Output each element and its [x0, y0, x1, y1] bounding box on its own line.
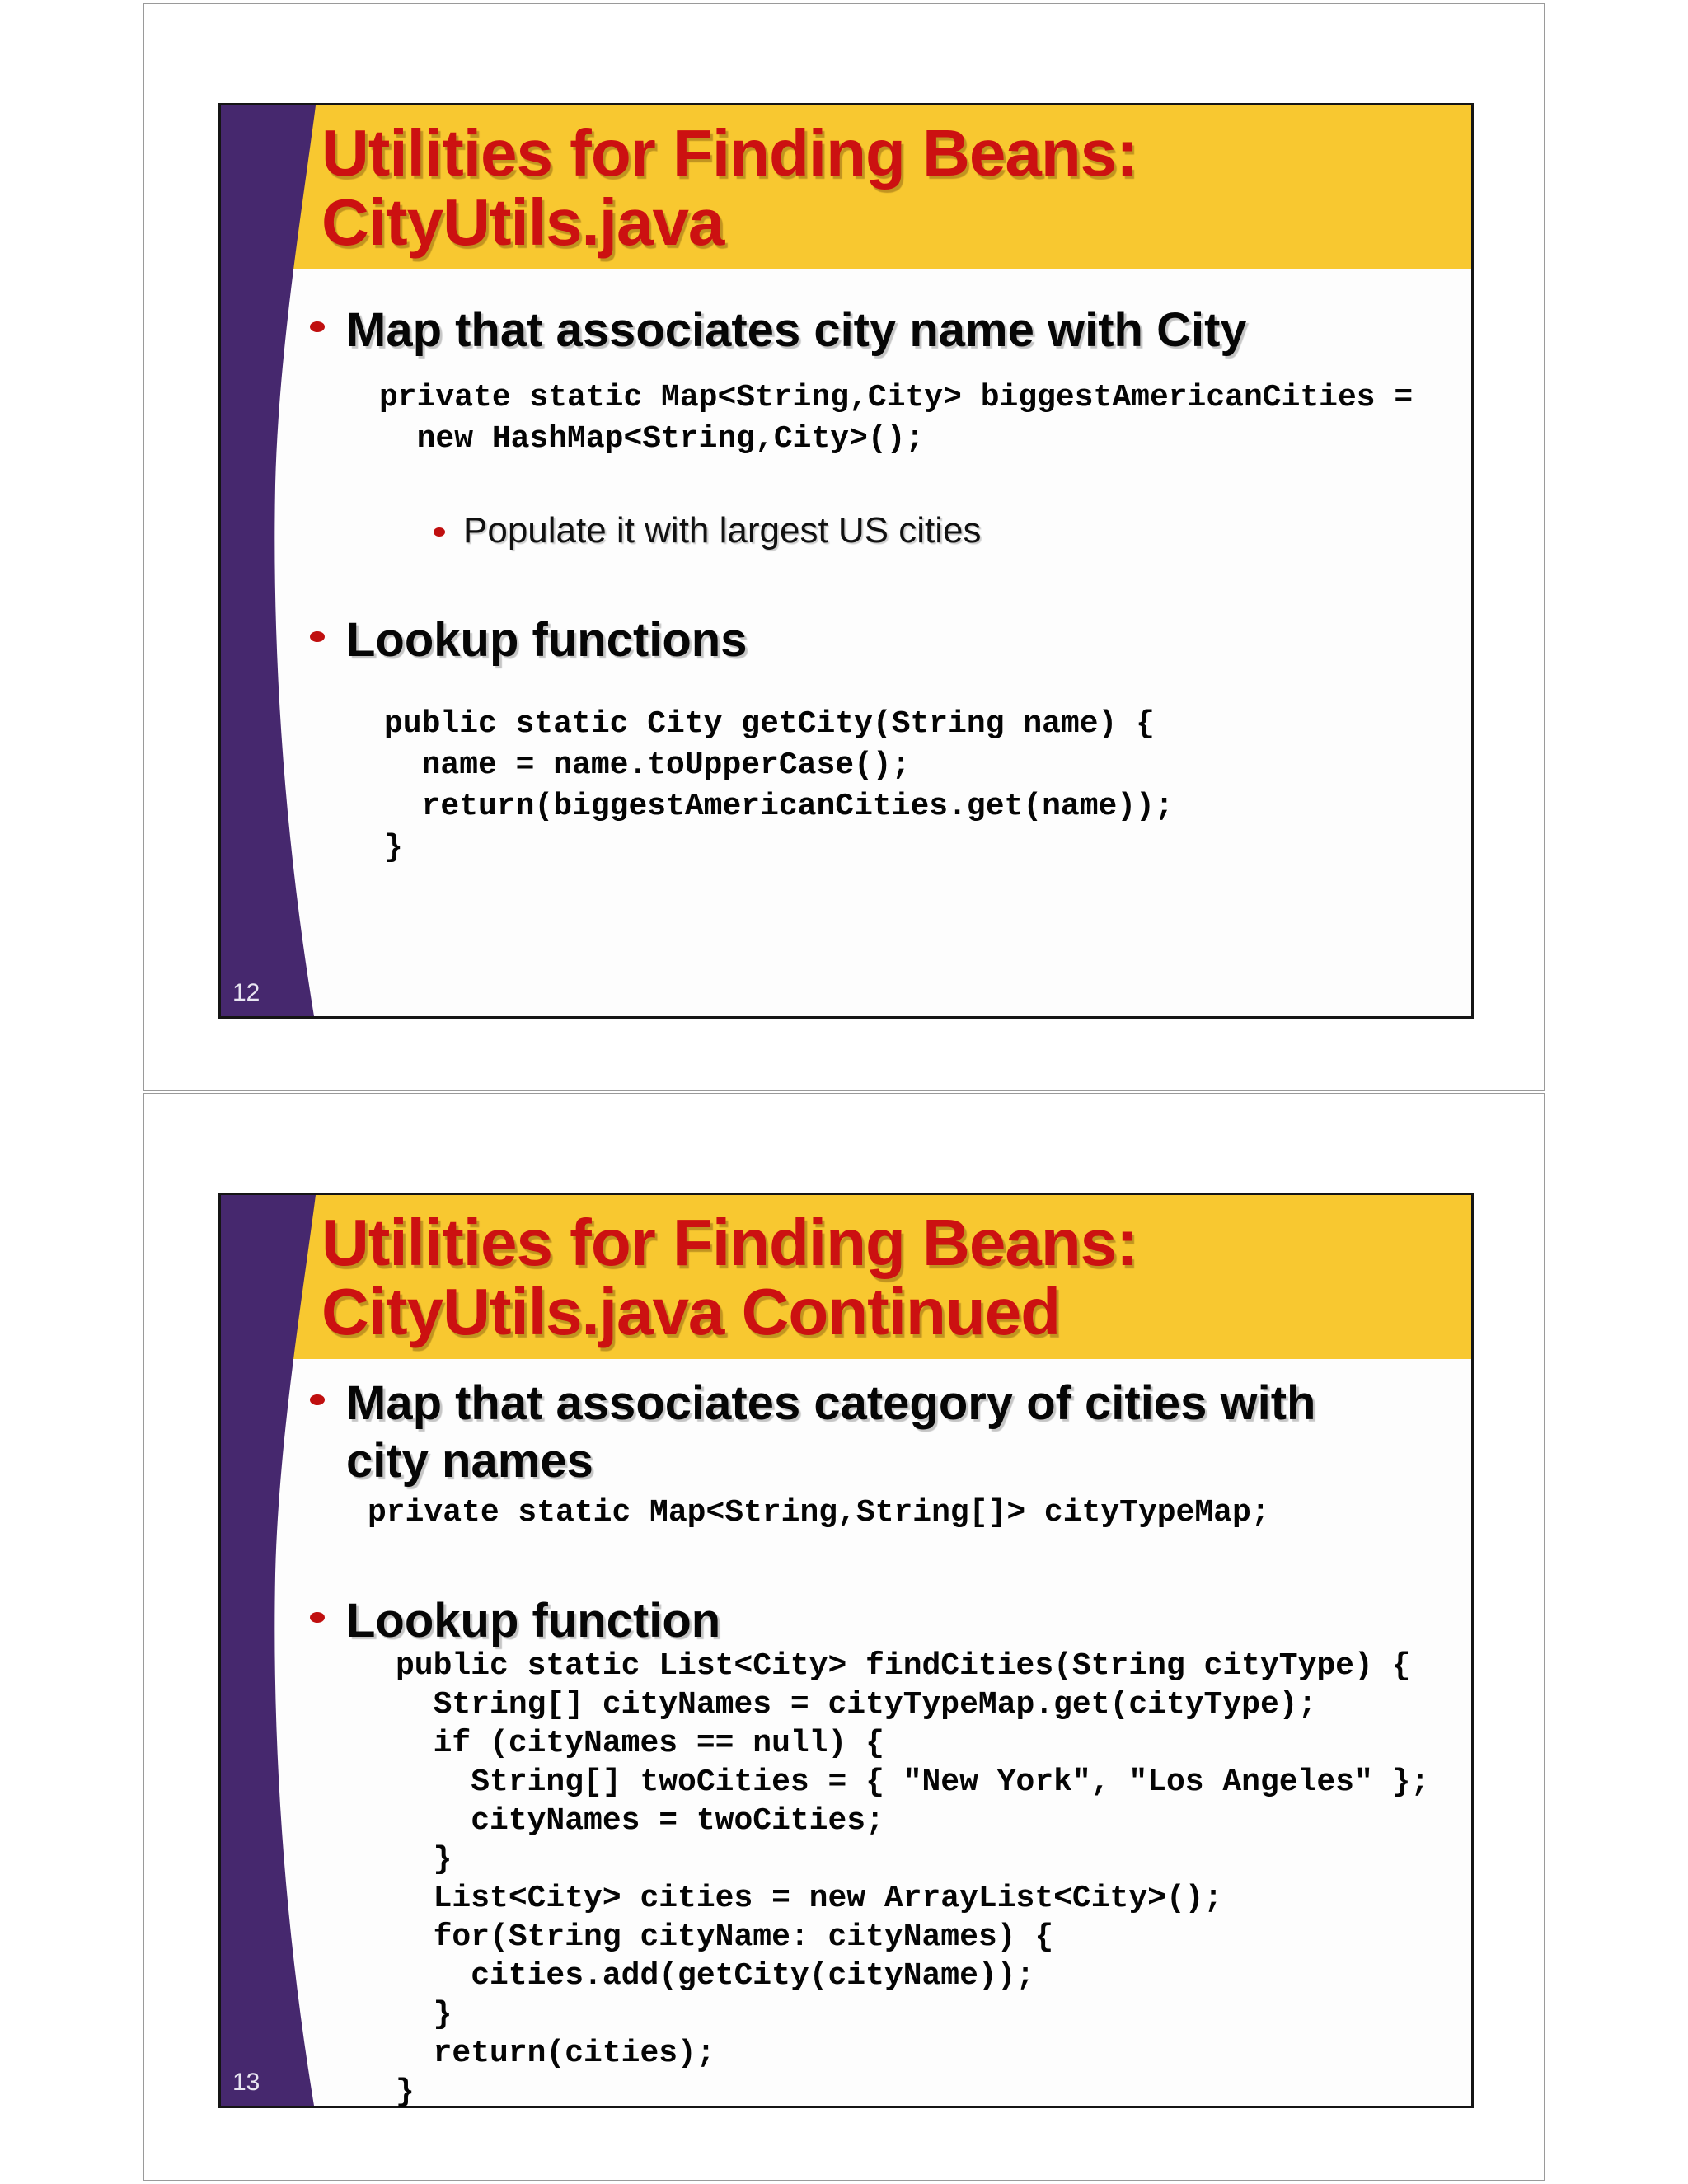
- title-banner: [221, 105, 1471, 269]
- slide-title: Utilities for Finding Beans: CityUtils.j…: [321, 1206, 1138, 1348]
- title-banner: [221, 1195, 1471, 1359]
- bullet-dot: [310, 1394, 325, 1405]
- bullet-item: Lookup function: [346, 1594, 721, 1647]
- slide-13: Utilities for Finding Beans: CityUtils.j…: [218, 1193, 1474, 2110]
- code-block: public static City getCity(String name) …: [384, 706, 1174, 865]
- bullet-item: Map that associates category of cities w…: [346, 1376, 1316, 1488]
- bullet-item: Lookup functions: [346, 613, 748, 667]
- bullet-dot: [310, 1612, 325, 1623]
- page-1: Utilities for Finding Beans: CityUtils.j…: [143, 3, 1545, 1091]
- page-number-label: 12: [232, 979, 260, 1006]
- sidebar-accent-shape: [221, 1195, 316, 2106]
- bullet-dot: [310, 321, 325, 332]
- bullet-item: Map that associates city name with City: [346, 303, 1247, 357]
- sub-bullet-item: Populate it with largest US cities: [463, 510, 982, 551]
- code-block: private static Map<String,String[]> city…: [368, 1495, 1270, 1530]
- bullet-dot: [310, 631, 325, 642]
- sidebar-accent-shape: [221, 105, 316, 1016]
- sub-bullet-dot: [434, 527, 445, 537]
- code-block: private static Map<String,City> biggestA…: [379, 380, 1414, 457]
- code-block: public static List<City> findCities(Stri…: [396, 1648, 1430, 2110]
- slide-12: Utilities for Finding Beans: CityUtils.j…: [218, 103, 1474, 1019]
- slide-title: Utilities for Finding Beans: CityUtils.j…: [321, 116, 1138, 259]
- page-2: Utilities for Finding Beans: CityUtils.j…: [143, 1093, 1545, 2181]
- page-number-label: 13: [232, 2069, 260, 2096]
